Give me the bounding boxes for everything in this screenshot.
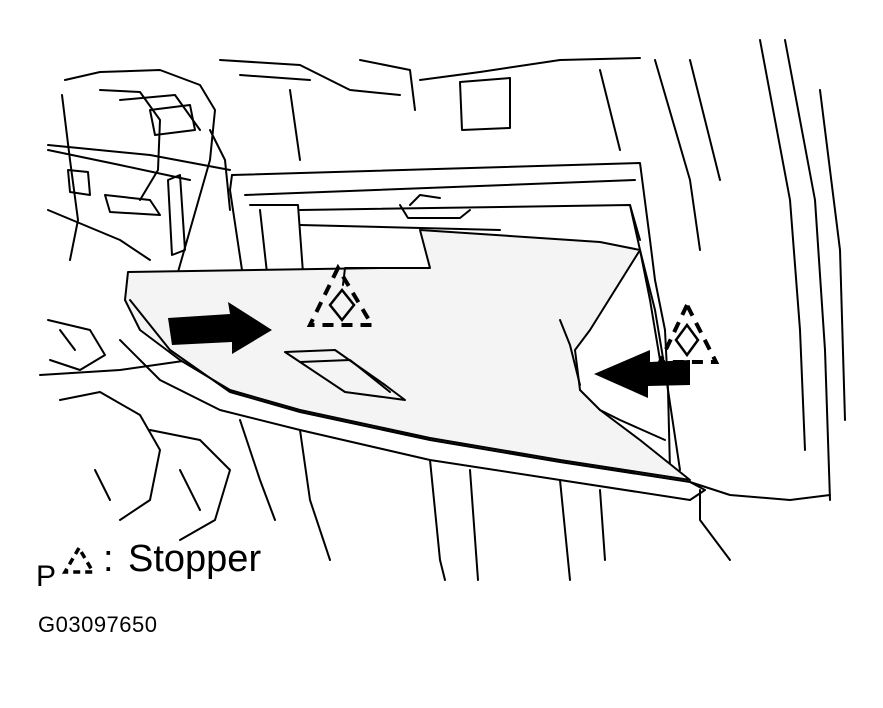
push-arrow-left [168,302,272,354]
legend-label: Stopper [128,538,262,580]
push-arrow-right [594,350,690,398]
glove-box-opening [229,162,671,471]
stopper-mark-left [306,263,376,327]
figure-id: G03097650 [38,612,158,637]
stopper-triangle-icon [62,545,96,574]
legend-marker: P [36,560,57,593]
dashboard-structure-left [39,69,231,541]
dashboard-upper [219,39,846,501]
glove-box-door [119,229,831,561]
lower-panel [239,419,606,581]
stopper-mark-right [656,300,720,364]
legend-colon: : [103,538,114,580]
